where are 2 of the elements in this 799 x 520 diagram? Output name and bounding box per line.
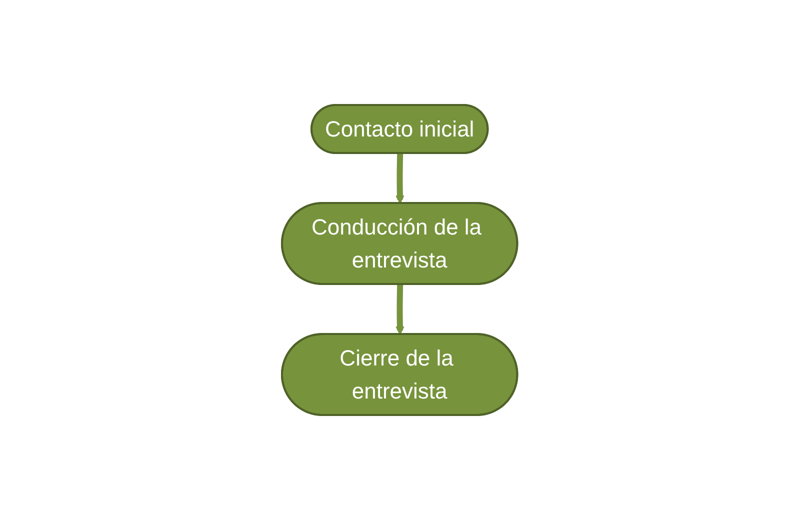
arrow [395,153,404,204]
arrow [395,284,404,335]
